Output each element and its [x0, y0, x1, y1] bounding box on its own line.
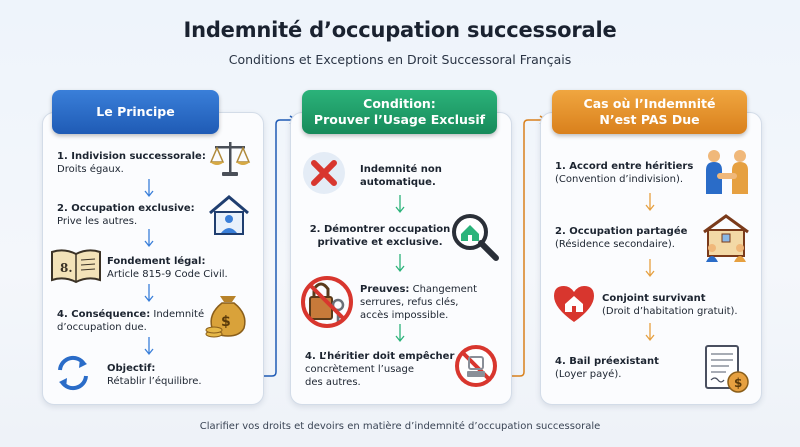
condition-item-2: 2. Démontrer occupation privative et exc…	[305, 223, 455, 249]
header-principle-label: Le Principe	[96, 104, 175, 119]
handshake-icon	[706, 150, 748, 194]
exception-arrow-1	[645, 193, 655, 212]
principle-item-3: Fondement légal: Article 815-9 Code Civi…	[107, 255, 257, 281]
principle-arrow-3	[144, 284, 154, 303]
condition-item-1: Indemnité non automatique.	[360, 163, 500, 189]
principle-arrow-1	[144, 179, 154, 198]
header-condition-line1: Condition:	[363, 96, 436, 111]
exception-item-2-title: 2. Occupation partagée	[555, 226, 688, 237]
header-exceptions-line2: N’est PAS Due	[599, 112, 700, 127]
condition-item-3-inline: Changement	[412, 284, 478, 295]
principle-item-3-title: Fondement légal:	[107, 256, 206, 267]
condition-item-4-text2: des autres.	[305, 377, 361, 388]
cycle-arrows-icon	[58, 355, 88, 391]
exception-item-4-title: 4. Bail préexistant	[555, 356, 659, 367]
exception-item-1-text: (Convention d’indivision).	[555, 174, 684, 185]
principle-item-4-text: d’occupation due.	[57, 322, 147, 333]
svg-text:$: $	[734, 376, 742, 390]
principle-item-4: 4. Conséquence: Indemnité d’occupation d…	[57, 308, 207, 334]
header-exceptions-line1: Cas où l’Indemnité	[583, 96, 716, 111]
exception-item-4-text: (Loyer payé).	[555, 369, 622, 380]
lease-document-icon: $	[705, 345, 749, 393]
condition-item-3-text2: accès impossible.	[360, 310, 449, 321]
exception-item-2: 2. Occupation partagée (Résidence second…	[555, 225, 705, 251]
condition-arrow-3	[395, 324, 405, 343]
exception-item-3-text: (Droit d’habitation gratuit).	[602, 306, 738, 317]
principle-item-5: Objectif: Rétablir l’équilibre.	[107, 362, 257, 388]
money-bag-icon: $	[205, 296, 246, 338]
principle-item-2: 2. Occupation exclusive: Prive les autre…	[57, 202, 207, 228]
exception-item-1-title: 1. Accord entre héritiers	[555, 161, 694, 172]
law-book-icon: 8.	[51, 249, 101, 284]
principle-arrow-4	[144, 337, 154, 356]
header-principle: Le Principe	[52, 90, 219, 134]
svg-text:$: $	[221, 314, 231, 330]
exception-arrow-3	[645, 323, 655, 342]
principle-item-2-text: Prive les autres.	[57, 216, 138, 227]
header-exceptions: Cas où l’Indemnité N’est PAS Due	[552, 90, 747, 134]
principle-item-3-text: Article 815-9 Code Civil.	[107, 269, 228, 280]
principle-arrow-2	[144, 229, 154, 248]
header-condition: Condition: Prouver l’Usage Exclusif	[302, 90, 497, 134]
principle-item-4-title: 4. Conséquence:	[57, 309, 151, 320]
exception-item-3: Conjoint survivant (Droit d’habitation g…	[602, 292, 757, 318]
header-condition-line2: Prouver l’Usage Exclusif	[313, 112, 486, 127]
exception-item-2-text: (Résidence secondaire).	[555, 239, 675, 250]
footer-caption: Clarifier vos droits et devoirs en matiè…	[199, 421, 601, 432]
principle-item-2-title: 2. Occupation exclusive:	[57, 203, 195, 214]
exception-arrow-2	[645, 259, 655, 278]
principle-item-1: 1. Indivision successorale: Droits égaux…	[57, 150, 207, 176]
page-subtitle: Conditions et Exceptions en Droit Succes…	[228, 52, 572, 67]
page-title: Indemnité d’occupation successorale	[183, 18, 617, 42]
no-entry-icon	[455, 345, 497, 387]
principle-item-4-inline: Indemnité	[153, 309, 205, 320]
condition-item-2-title: 2. Démontrer occupation	[309, 224, 451, 235]
condition-item-4-text: concrètement l’usage	[305, 364, 415, 375]
principle-item-5-title: Objectif:	[107, 363, 156, 374]
family-house-icon	[703, 214, 749, 262]
principle-item-1-title: 1. Indivision successorale:	[57, 151, 206, 162]
magnifier-house-icon	[452, 214, 499, 261]
condition-arrow-1	[395, 195, 405, 214]
condition-item-3: Preuves: Changement serrures, refus clés…	[360, 283, 510, 322]
condition-item-3-title: Preuves:	[360, 284, 410, 295]
exception-item-1: 1. Accord entre héritiers (Convention d’…	[555, 160, 705, 186]
exception-item-3-title: Conjoint survivant	[602, 293, 706, 304]
scales-icon	[209, 142, 251, 176]
condition-item-2-title2: privative et exclusive.	[317, 237, 443, 248]
red-cross-icon	[303, 152, 345, 194]
condition-item-3-text: serrures, refus clés,	[360, 297, 459, 308]
condition-item-4: 4. L’héritier doit empêcher concrètement…	[305, 350, 455, 389]
svg-text:8.: 8.	[60, 261, 73, 275]
condition-item-4-title: 4. L’héritier doit empêcher	[305, 351, 455, 362]
condition-item-1-title: Indemnité non	[360, 164, 442, 175]
forbidden-keys-icon	[301, 276, 353, 328]
heart-house-icon	[554, 286, 594, 322]
exception-item-4: 4. Bail préexistant (Loyer payé).	[555, 355, 705, 381]
condition-item-1-title2: automatique.	[360, 177, 436, 188]
condition-arrow-2	[395, 254, 405, 273]
house-person-icon	[209, 195, 249, 235]
principle-item-1-text: Droits égaux.	[57, 164, 124, 175]
principle-item-5-text: Rétablir l’équilibre.	[107, 376, 202, 387]
